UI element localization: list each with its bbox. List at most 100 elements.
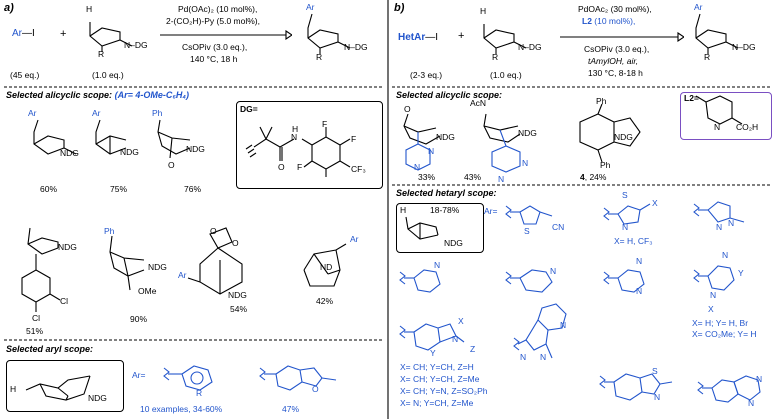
cond-a-1: Pd(OAc)₂ (10 mol%), <box>178 4 258 14</box>
aryl-iodide: Ar—I <box>12 28 35 39</box>
p5-ndg: NDG <box>148 262 167 272</box>
plus-sign: + <box>60 28 67 40</box>
p2-ndg: NDG <box>120 147 139 157</box>
p3-o: O <box>168 160 175 170</box>
product-b-r: R <box>704 52 711 62</box>
aryl-benzofuran <box>259 365 337 391</box>
piperidine-product-a <box>307 13 351 54</box>
core-ndg: NDG <box>444 238 463 248</box>
dg-o: O <box>278 162 285 172</box>
pyridine4-group <box>505 269 553 293</box>
alicyclic-title-b: Selected alicyclic scope: <box>396 90 503 100</box>
b1-ndg: NDG <box>436 132 455 142</box>
hetaryl-iodide: HetAr—I <box>398 32 439 43</box>
aryl-ndg: NDG <box>88 393 107 403</box>
indazole-y: Y <box>430 348 436 358</box>
cond-b-1: PdOAc₂ (30 mol%), <box>578 4 652 14</box>
quinazoline-n1: N <box>756 374 763 384</box>
reactant-ndg: N–DG <box>124 40 148 50</box>
hetaryl-title: Selected hetaryl scope: <box>396 188 497 198</box>
pyrazole-group <box>693 201 745 223</box>
product-piperidine <box>33 119 77 155</box>
hetaryl-eq: (2-3 eq.) <box>410 70 443 80</box>
p3-sub: Ph <box>152 108 163 118</box>
l2-co2h: CO₂H <box>736 122 759 132</box>
dg-title: DG= <box>240 104 258 114</box>
panel-a-label: a) <box>4 2 14 14</box>
piperidine-product-b <box>695 13 739 54</box>
piperidine-reactant-b <box>483 24 527 54</box>
aryl-examples: 10 examples, 34-60% <box>140 404 223 414</box>
product-a-ndg: N–DG <box>344 42 368 52</box>
b2-n1: N <box>522 158 529 168</box>
p4-cl1: Cl <box>60 296 69 306</box>
quinazoline-n2: N <box>748 398 755 408</box>
p4-cl2: Cl <box>32 313 41 323</box>
dg-cf3: CF₃ <box>351 164 366 174</box>
pyrazine-note1: X= H; Y= H, Br <box>692 318 749 328</box>
indazole-note2: X= CH; Y=CH, Z=Me <box>400 374 480 384</box>
core-range: 18-78% <box>430 205 460 215</box>
aryl-eq: (45 eq.) <box>10 70 40 80</box>
aryl-r: R <box>196 388 203 398</box>
l2-box <box>680 92 772 140</box>
benzofuran-o: O <box>312 384 319 394</box>
indazole-note3: X= CH; Y=N, Z=SO₂Ph <box>400 386 488 396</box>
aza-n3: N <box>540 352 547 362</box>
product-b-ar: Ar <box>694 2 703 12</box>
cond-a-3: CsOPiv (3.0 eq.), <box>182 42 248 52</box>
p5-sub: Ph <box>104 226 115 236</box>
pyrazine-n1: N <box>722 250 729 260</box>
p4-ndg: NDG <box>58 242 77 252</box>
benzothiazole-s: S <box>652 366 658 376</box>
pyrazole-n2: N <box>728 218 735 228</box>
hetaryl-core-structure <box>405 216 439 240</box>
p4-yield: 51% <box>26 326 44 336</box>
reactant-b-ndg: N–DG <box>518 42 542 52</box>
p7-sub: Ar <box>350 234 359 244</box>
b2-acn: AcN <box>470 98 487 108</box>
product-ketal-tricycle <box>187 227 243 295</box>
aryl-phenyl <box>163 365 213 391</box>
indazole-group <box>399 323 465 351</box>
reactant-b-r: R <box>492 52 499 62</box>
b3-ph2: Ph <box>600 160 611 170</box>
alicyclic-title-a: Selected alicyclic scope: (Ar= 4-OMe-C₆H… <box>6 90 190 100</box>
pyridine4-n: N <box>550 266 557 276</box>
pyrimidine-n2: N <box>636 286 643 296</box>
p3-ndg: NDG <box>186 144 205 154</box>
p2-sub: Ar <box>92 108 101 118</box>
b2-n2: N <box>498 174 505 184</box>
thiophene-group <box>505 205 553 225</box>
product-a-r: R <box>316 52 323 62</box>
dg-f2: F <box>351 134 357 144</box>
pyrazine-note2: X= CO₂Me; Y= H <box>692 329 757 339</box>
aryl-core-structure <box>25 375 91 401</box>
p2-yield: 75% <box>110 184 128 194</box>
product-a-ar: Ar <box>306 2 315 12</box>
b1-n2: N <box>414 162 421 172</box>
indazole-x: X <box>458 316 464 326</box>
product-oxa-bicycle <box>157 119 191 159</box>
indazole-z: Z <box>470 344 476 354</box>
l2-structure <box>695 95 743 125</box>
reaction-arrow-a <box>160 30 292 40</box>
l2-title: L2= <box>684 93 699 103</box>
indazole-n: N <box>452 334 459 344</box>
dg-structure <box>245 126 351 177</box>
b3-ndg: NDG <box>614 132 633 142</box>
b-product-spiro <box>579 103 641 163</box>
cond-b-4: tAmylOH, air, <box>588 56 639 66</box>
indazole-note1: X= CH; Y=CH, Z=H <box>400 362 474 372</box>
thiazole-group <box>603 203 651 225</box>
p7-yield: 42% <box>316 296 334 306</box>
p6-o2: O <box>232 238 239 248</box>
cond-b-5: 130 °C, 8-18 h <box>588 68 643 78</box>
amine-eq: (1.0 eq.) <box>92 70 124 80</box>
product-dichlorophenyl <box>21 227 61 312</box>
p1-ndg: NDG <box>60 148 79 158</box>
benzothiazole-group <box>599 373 673 401</box>
dg-h: H <box>292 124 299 134</box>
aza-n1: N <box>560 320 567 330</box>
